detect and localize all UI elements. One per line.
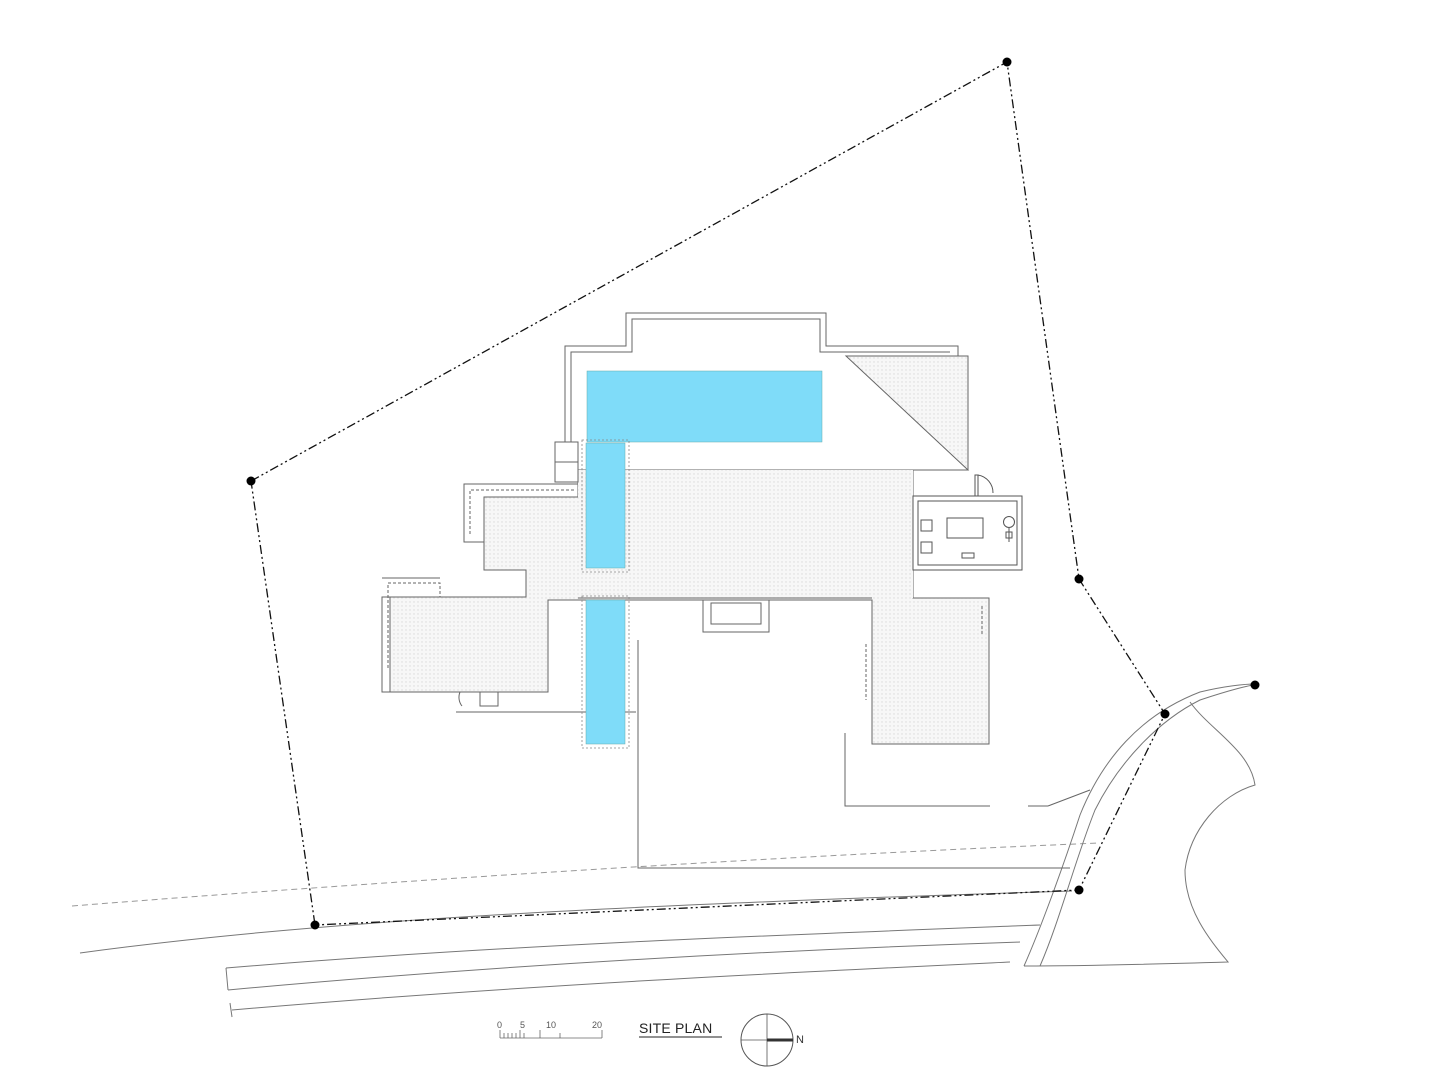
boundary-marker: [310, 920, 320, 930]
curb-end-1: [225, 967, 229, 991]
scale-label-5: 5: [520, 1020, 525, 1030]
boundary-marker: [1250, 680, 1260, 690]
central-terrace: [578, 470, 913, 598]
pool-main: [586, 370, 823, 443]
utility-fixture: [946, 517, 984, 539]
curb-line-1: [225, 924, 1041, 969]
left-wing-outline: [463, 483, 578, 543]
boundary-marker: [1002, 57, 1012, 67]
pool-channel-lower: [585, 599, 626, 745]
road-lines: [71, 683, 1256, 1018]
scale-label-0: 0: [497, 1020, 502, 1030]
utility-door-arc: [977, 474, 994, 494]
utility-door-frame: [974, 474, 979, 497]
boundary-marker: [1074, 574, 1084, 584]
title-block: SITE PLAN: [639, 1020, 722, 1038]
curb-line-3: [231, 961, 1011, 1011]
utility-box-1: [920, 519, 933, 532]
north-arrow: N: [740, 1013, 804, 1067]
curb-line-2: [227, 941, 1021, 991]
page-title: SITE PLAN: [639, 1020, 712, 1036]
road-edge-upper: [79, 890, 1073, 954]
house-footprint: [381, 312, 990, 745]
upper-terrace-inner: [570, 318, 950, 466]
west-terrace-inner: [387, 582, 441, 668]
utility-slot: [961, 552, 975, 559]
driveway-outline: [637, 640, 1091, 869]
north-label: N: [796, 1034, 804, 1046]
scale-label-10: 10: [546, 1020, 556, 1030]
road-edge-dashed: [71, 842, 1101, 907]
utility-box-2: [920, 541, 933, 554]
scale-bar: 0 5 10 20: [497, 1020, 603, 1039]
west-terrace-outline: [381, 596, 390, 693]
curb-end-2: [229, 1002, 233, 1018]
boundary-marker: [246, 476, 256, 486]
cul-de-sac-island: [1023, 701, 1256, 967]
driveway-curve-outer: [1023, 683, 1256, 967]
scale-label-20: 20: [592, 1020, 602, 1030]
driveway-curve-inner: [1039, 684, 1256, 967]
utility-building: [912, 474, 1023, 571]
pool: [581, 370, 823, 749]
annex-box: [479, 691, 499, 707]
upper-terrace-outline: [564, 312, 959, 472]
boundary-marker: [1074, 885, 1084, 895]
annex-door-arc: [458, 691, 463, 707]
pool-channel-upper: [585, 442, 626, 569]
utility-fixture-round: [1003, 516, 1015, 528]
boundary-marker: [1160, 709, 1170, 719]
property-boundary: [246, 57, 1260, 930]
